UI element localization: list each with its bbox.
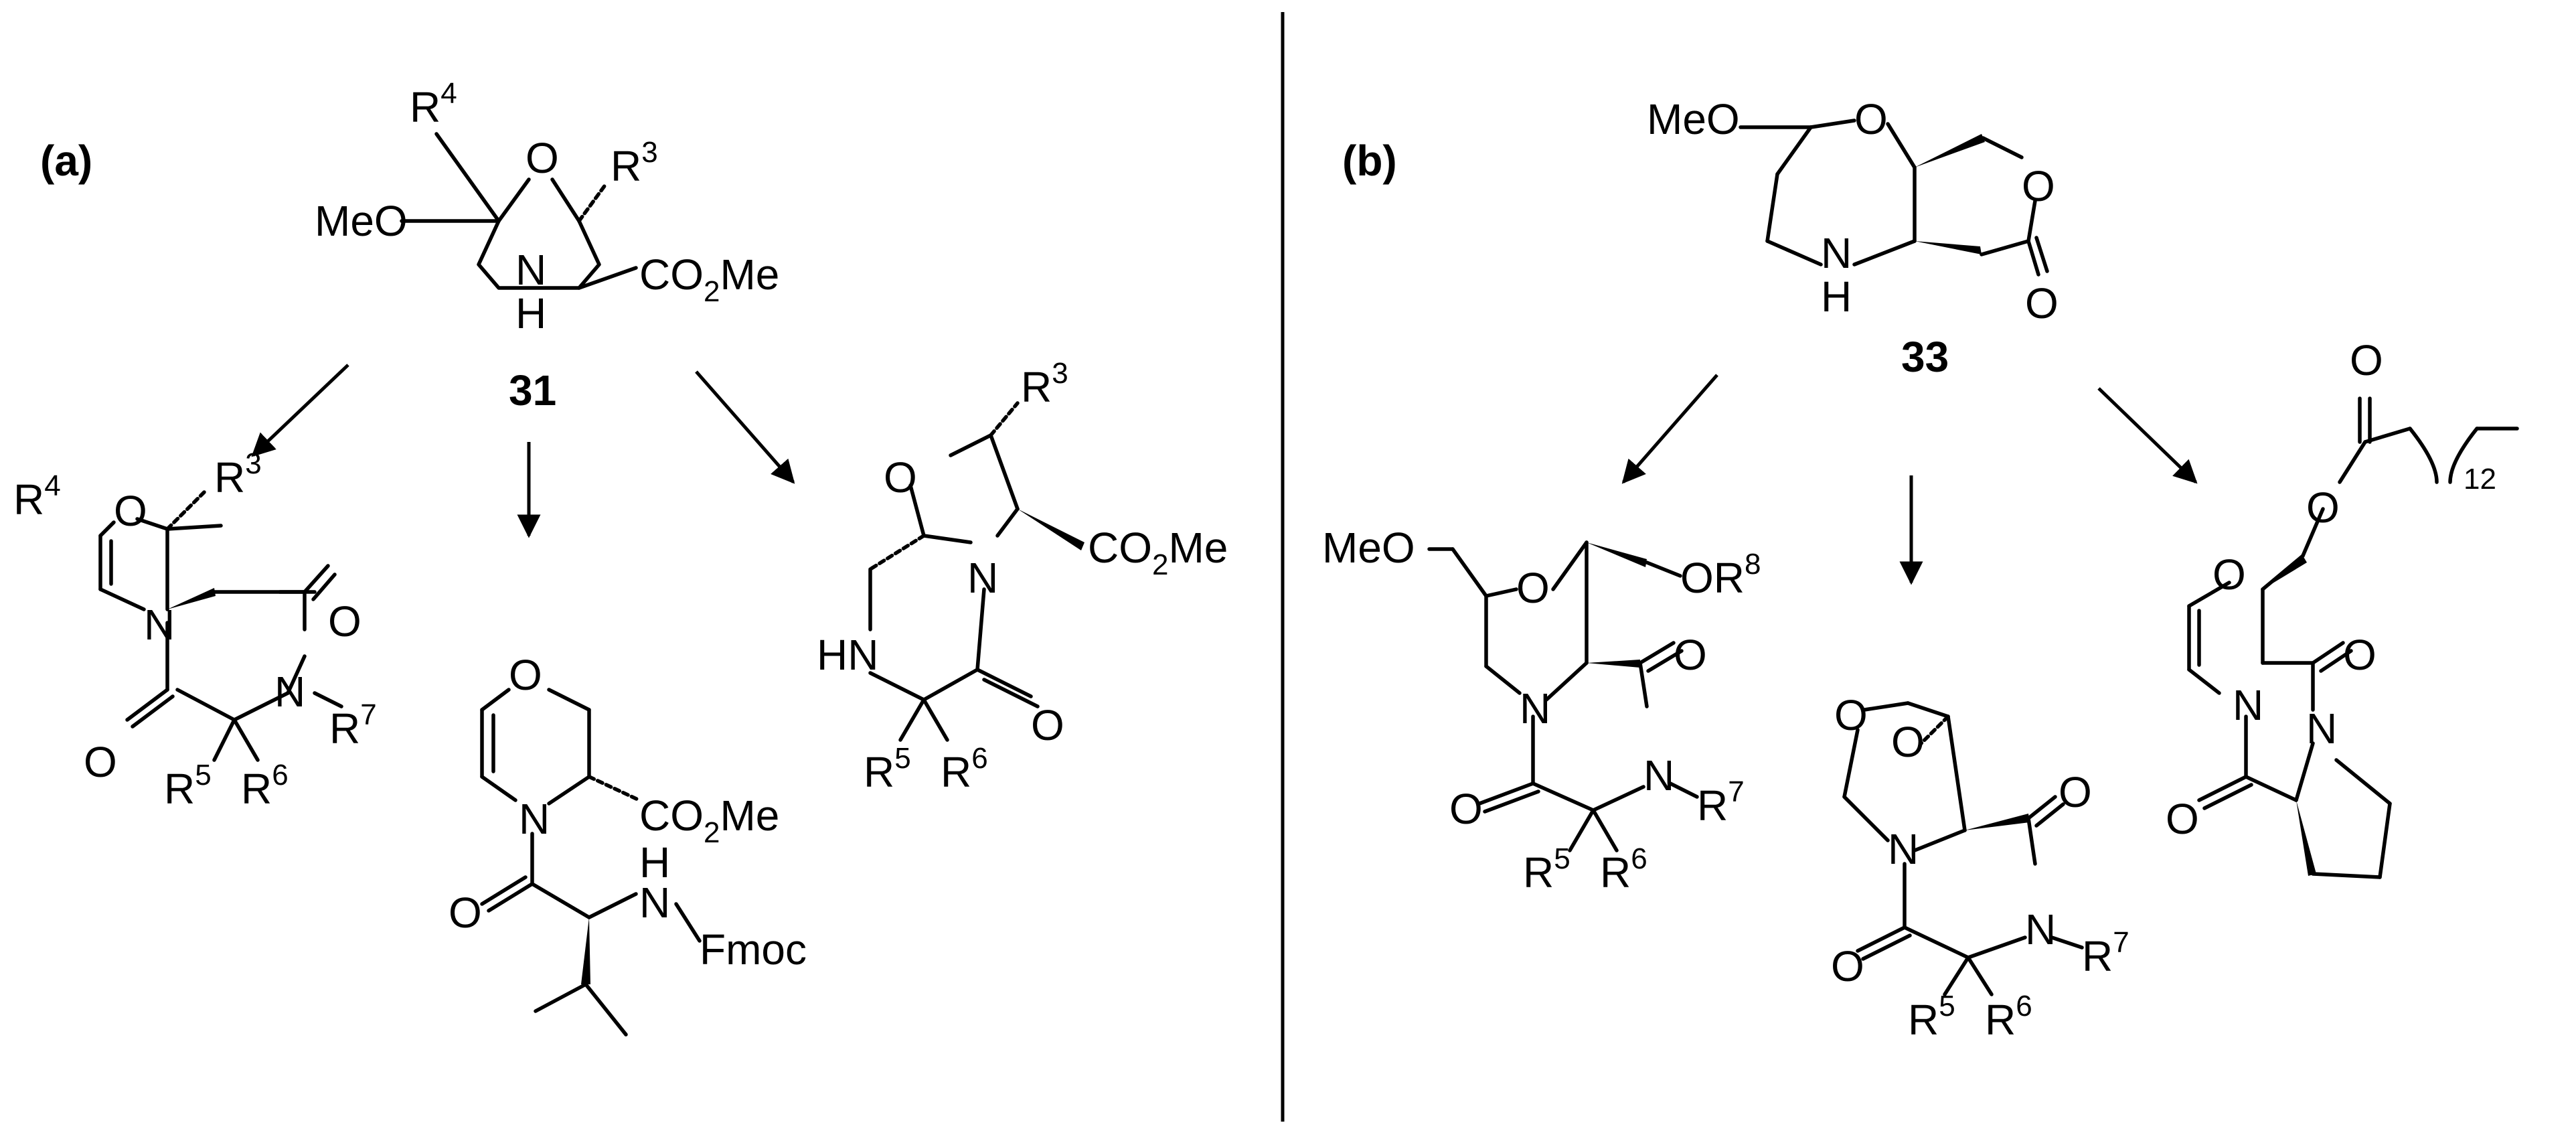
- carbonyl-oxygen-top: O: [1674, 631, 1707, 679]
- carbonyl-oxygen-top: O: [328, 597, 361, 646]
- r6-label: R6: [241, 759, 289, 813]
- nh-hydrogen: H: [515, 289, 546, 337]
- carbonyl-oxygen-right: O: [2059, 768, 2092, 816]
- methyl-ester: CO2Me: [639, 250, 779, 308]
- nitrogen-amide: N: [2025, 905, 2056, 954]
- ring-nitrogen: N: [1821, 229, 1852, 277]
- methoxy-label: MeO: [315, 197, 408, 245]
- methoxy-label: MeO: [1647, 95, 1740, 143]
- methyl-ester: CO2Me: [1088, 524, 1228, 581]
- carbonyl-oxygen-left: O: [84, 738, 117, 786]
- nitrogen-bridgehead: N: [1520, 684, 1550, 733]
- r5-label: R5: [1523, 842, 1571, 897]
- r7-label: R7: [2082, 926, 2129, 980]
- nitrogen-bridgehead: N: [2233, 681, 2263, 729]
- chain-subscript: 12: [2464, 463, 2496, 496]
- arrow-31-to-product-1: [251, 364, 349, 457]
- ester-carbonyl-oxygen: O: [2350, 336, 2383, 384]
- product-b1: MeO O OR8 O N N R7 O R5 R6: [1322, 524, 1761, 897]
- product-a3: R3 O N CO2Me HN O R5 R6: [817, 357, 1228, 796]
- nitrogen-bridgehead: N: [144, 601, 175, 649]
- product-b3: O O 12 O O N N O: [2166, 336, 2519, 879]
- r3-label: R3: [214, 447, 262, 502]
- lactone-oxygen: O: [2022, 162, 2055, 210]
- ring-oxygen: O: [1854, 95, 1888, 143]
- ring-oxygen-top: O: [1834, 691, 1868, 739]
- ring-oxygen: O: [1516, 564, 1550, 612]
- nh-hydrogen: H: [639, 838, 670, 887]
- ring-oxygen: O: [526, 134, 559, 182]
- carbonyl-oxygen-left: O: [1449, 785, 1483, 833]
- ester-oxygen: O: [2306, 483, 2340, 532]
- r6-label: R6: [1600, 842, 1647, 897]
- product-a2: O N CO2Me H N Fmoc O: [449, 651, 807, 1037]
- methyl-ester: CO2Me: [639, 791, 779, 849]
- r5-label: R5: [864, 742, 911, 796]
- nitrogen-bridgehead: N: [1888, 825, 1919, 873]
- amine-hn: HN: [817, 631, 878, 679]
- r7-label: R7: [1697, 775, 1745, 830]
- methoxy-label: MeO: [1322, 524, 1415, 572]
- arrow-31-to-product-3: [695, 370, 795, 484]
- ring-nitrogen: N: [519, 795, 550, 843]
- r5-label: R5: [164, 759, 212, 813]
- ring-oxygen: O: [114, 487, 147, 535]
- arrow-33-to-product-1: [1621, 374, 1718, 484]
- carbonyl-oxygen-right: O: [2343, 631, 2377, 679]
- r5-label: R5: [1908, 990, 1955, 1044]
- carbonyl-oxygen-left: O: [1831, 942, 1864, 990]
- carbonyl-oxygen-left: O: [2166, 795, 2199, 843]
- product-b2: O O O N N R7 O R5 R6: [1831, 691, 2129, 1044]
- ring-nitrogen: N: [515, 246, 546, 294]
- r6-label: R6: [941, 742, 988, 796]
- ring-oxygen: O: [2212, 550, 2246, 599]
- r7-label: R7: [329, 698, 377, 753]
- carbonyl-oxygen: O: [449, 889, 482, 937]
- r6-label: R6: [1985, 990, 2032, 1044]
- product-a1: R4 O R3 O N N R7 O R5 R6: [13, 447, 377, 813]
- nh-hydrogen: H: [1821, 273, 1852, 321]
- nitrogen-amide: N: [274, 668, 305, 716]
- arrow-33-to-product-3: [2097, 387, 2198, 484]
- compound-31: R4 MeO O R3 N H CO2Me 31: [315, 77, 779, 414]
- compound-number-31: 31: [509, 366, 556, 414]
- fmoc-label: Fmoc: [700, 925, 807, 974]
- ring-oxygen: O: [884, 453, 917, 502]
- nitrogen-proline: N: [2306, 704, 2337, 753]
- or8-label: OR8: [1680, 548, 1761, 602]
- ring-nitrogen: N: [967, 554, 998, 602]
- carbonyl-oxygen: O: [1031, 701, 1064, 749]
- compound-number-33: 33: [1901, 333, 1949, 381]
- r3-label: R3: [611, 136, 658, 190]
- panel-a-label: (a): [40, 137, 92, 185]
- carbonyl-oxygen: O: [2025, 279, 2059, 327]
- panel-b-label: (b): [1342, 137, 1397, 185]
- compound-33: MeO O O N H O 33: [1647, 95, 2059, 381]
- ring-oxygen: O: [509, 651, 542, 699]
- r4-label: R4: [410, 77, 457, 131]
- nitrogen-amide: N: [1643, 751, 1674, 800]
- amine-nitrogen: N: [639, 879, 670, 927]
- bridge-oxygen: O: [1891, 718, 1925, 766]
- r4-label: R4: [13, 469, 61, 524]
- r3-label: R3: [1021, 357, 1068, 411]
